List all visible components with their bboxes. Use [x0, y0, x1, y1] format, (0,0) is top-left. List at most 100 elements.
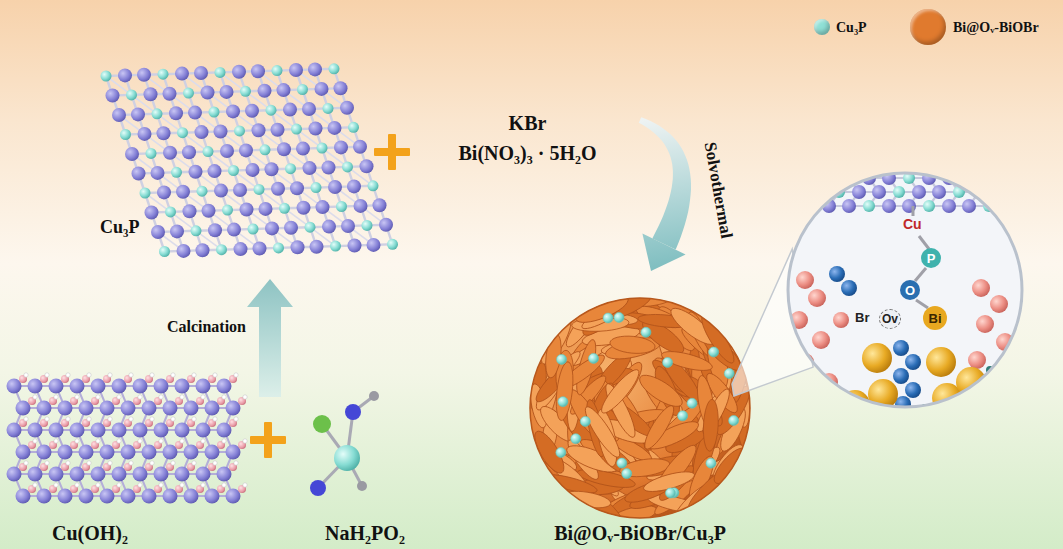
p-atom — [334, 81, 348, 95]
arrow-head — [642, 234, 685, 272]
cu-atom — [197, 186, 208, 197]
o-atom — [893, 340, 909, 356]
p-atom — [106, 89, 120, 103]
p-atom — [163, 146, 177, 160]
cu-atom — [91, 423, 106, 438]
cu-atom — [348, 122, 359, 133]
cu-atom — [196, 467, 211, 482]
cu-atom — [58, 489, 73, 504]
h-atom — [243, 483, 247, 487]
bond-line — [789, 178, 799, 192]
cu-atom — [112, 423, 127, 438]
o-atom — [841, 280, 857, 296]
cu3p-particle — [687, 398, 697, 408]
cu-atom — [112, 467, 127, 482]
bi-atom — [862, 343, 892, 373]
plus-bar — [388, 134, 396, 170]
p-atom — [253, 242, 267, 256]
p-atom — [145, 206, 159, 220]
cu-atom — [28, 467, 43, 482]
p-atom — [118, 68, 132, 82]
h-atom — [180, 439, 184, 443]
h-atom — [138, 439, 142, 443]
h-atom — [234, 373, 238, 377]
cu-atom — [158, 69, 169, 80]
cu3p-particle — [724, 369, 734, 379]
p-atom — [962, 199, 976, 213]
cu-atom — [1013, 186, 1025, 198]
bond-line — [789, 205, 809, 207]
h-atom — [108, 417, 112, 421]
cu3p-particle — [665, 488, 675, 498]
cu-atom — [205, 401, 220, 416]
p-atom — [283, 103, 297, 117]
plus-bar — [264, 422, 272, 458]
cu-atom — [175, 379, 190, 394]
h-atom — [150, 373, 154, 377]
h-atom — [159, 395, 163, 399]
cu3p-particle — [622, 469, 632, 479]
o-atom — [345, 404, 361, 420]
h-atom — [243, 395, 247, 399]
cu-atom — [7, 379, 22, 394]
h-atom — [45, 373, 49, 377]
p-atom — [310, 240, 324, 254]
h-atom — [117, 439, 121, 443]
p-atom — [296, 142, 310, 156]
h-atom — [75, 483, 79, 487]
cu-atom — [260, 144, 271, 155]
p-atom — [157, 126, 171, 140]
petal — [597, 366, 644, 418]
p-atom — [316, 200, 330, 214]
h-atom — [66, 417, 70, 421]
cu-atom — [58, 401, 73, 416]
cu-atom — [7, 423, 22, 438]
cu-atom — [49, 423, 64, 438]
p-atom — [1022, 199, 1025, 213]
br-atom — [812, 331, 830, 349]
cu-atom — [362, 220, 373, 231]
p-atom — [208, 164, 222, 178]
h-atom — [54, 395, 58, 399]
inset-content — [785, 171, 1025, 410]
p-atom — [328, 121, 342, 135]
bond-line — [1009, 177, 1025, 179]
bond-line — [912, 206, 915, 216]
p-atom — [195, 125, 209, 139]
p-atom — [170, 224, 184, 238]
br-atom — [990, 295, 1008, 313]
o-atom — [310, 480, 326, 496]
h-atom — [234, 417, 238, 421]
cu-atom — [196, 379, 211, 394]
cu3p-particle — [641, 327, 651, 337]
petal — [697, 312, 739, 366]
arrow-shaft — [639, 117, 691, 249]
cu-atom — [272, 65, 283, 76]
h-atom — [87, 461, 91, 465]
p-atom — [182, 145, 196, 159]
atom-label: Bi — [923, 306, 947, 330]
cu3p-particle — [571, 434, 581, 444]
h-atom — [192, 461, 196, 465]
p-atom — [227, 223, 241, 237]
o-atom — [893, 368, 909, 384]
cu-atom — [79, 489, 94, 504]
bond-line — [989, 178, 999, 192]
p-atom — [284, 221, 298, 235]
h-atom — [96, 395, 100, 399]
p-atom — [992, 185, 1006, 199]
p-atom — [322, 220, 336, 234]
legend-text: Bi@Oᵥ-BiOBr — [953, 20, 1039, 35]
p-atom — [259, 202, 273, 216]
atom-label: Ov — [879, 309, 901, 329]
p-atom — [812, 185, 826, 199]
cu-atom — [266, 105, 277, 116]
h-atom — [75, 439, 79, 443]
cu-atom — [291, 124, 302, 135]
bond-line — [915, 268, 926, 281]
h-atom — [117, 395, 121, 399]
p-atom — [341, 219, 355, 233]
h-atom — [75, 395, 79, 399]
h-atom — [213, 461, 217, 465]
h-atom — [33, 483, 37, 487]
